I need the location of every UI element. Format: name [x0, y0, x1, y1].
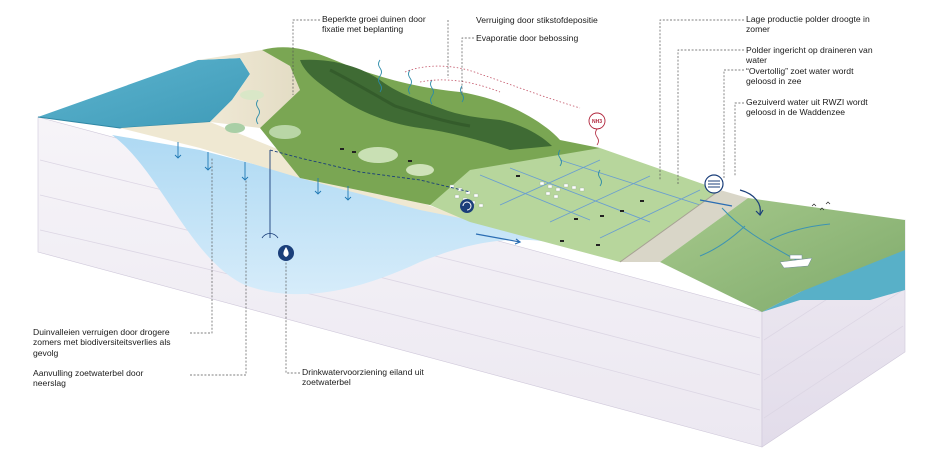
birds — [811, 201, 831, 211]
sea-dike — [620, 190, 748, 262]
polder-ditches — [479, 159, 701, 239]
label-drinking-water: Drinkwatervoorziening eiland uit zoetwat… — [302, 367, 424, 388]
label-dune-valleys: Duinvalleien verruigen door drogere zome… — [33, 327, 171, 358]
svg-text:NH3: NH3 — [592, 119, 602, 125]
dune-valley-pond — [269, 125, 301, 139]
livestock — [340, 148, 644, 246]
label-polder-drainage: Polder ingericht op draineren van water — [746, 45, 873, 66]
nh3-icon: NH3 — [588, 112, 606, 130]
nitrogen-deposition — [404, 65, 581, 109]
label-recharge: Aanvulling zoetwaterbel door neerslag — [33, 368, 144, 389]
rwzi-treatment-icon — [704, 174, 724, 194]
label-low-production: Lage productie polder droogte in zomer — [746, 14, 870, 35]
pump-station-icon — [460, 199, 474, 213]
dune-valley — [358, 147, 398, 163]
tidal-creeks — [699, 207, 831, 263]
drinking-water-well — [261, 150, 294, 261]
callout-lines — [190, 19, 744, 376]
evaporation-arrows — [256, 59, 602, 187]
surplus-water-arrow — [699, 199, 733, 207]
forest-ridge — [300, 59, 552, 150]
north-sea — [38, 58, 250, 128]
label-evaporation: Evaporatie door bebossing — [476, 33, 579, 43]
dune-pond — [225, 123, 245, 133]
label-surplus-water: “Overtollig” zoet water wordt geloosd in… — [746, 66, 854, 87]
wadden-salt-marsh — [660, 198, 905, 312]
discharge-arrow — [739, 189, 761, 215]
infiltration-arrows — [174, 142, 352, 201]
fresh-water-lens — [112, 135, 622, 295]
label-rwzi: Gezuiverd water uit RWZI wordt geloosd i… — [746, 97, 868, 118]
label-dunes-fixation: Beperkte groei duinen door fixatie met b… — [322, 14, 426, 35]
beach — [198, 50, 300, 128]
water-pipeline — [269, 149, 471, 193]
wadden-sea — [762, 250, 905, 312]
ferry-boat — [779, 254, 813, 269]
label-nitrogen-deposition: Verruiging door stikstofdepositie — [476, 15, 598, 25]
polder-area — [430, 148, 720, 262]
